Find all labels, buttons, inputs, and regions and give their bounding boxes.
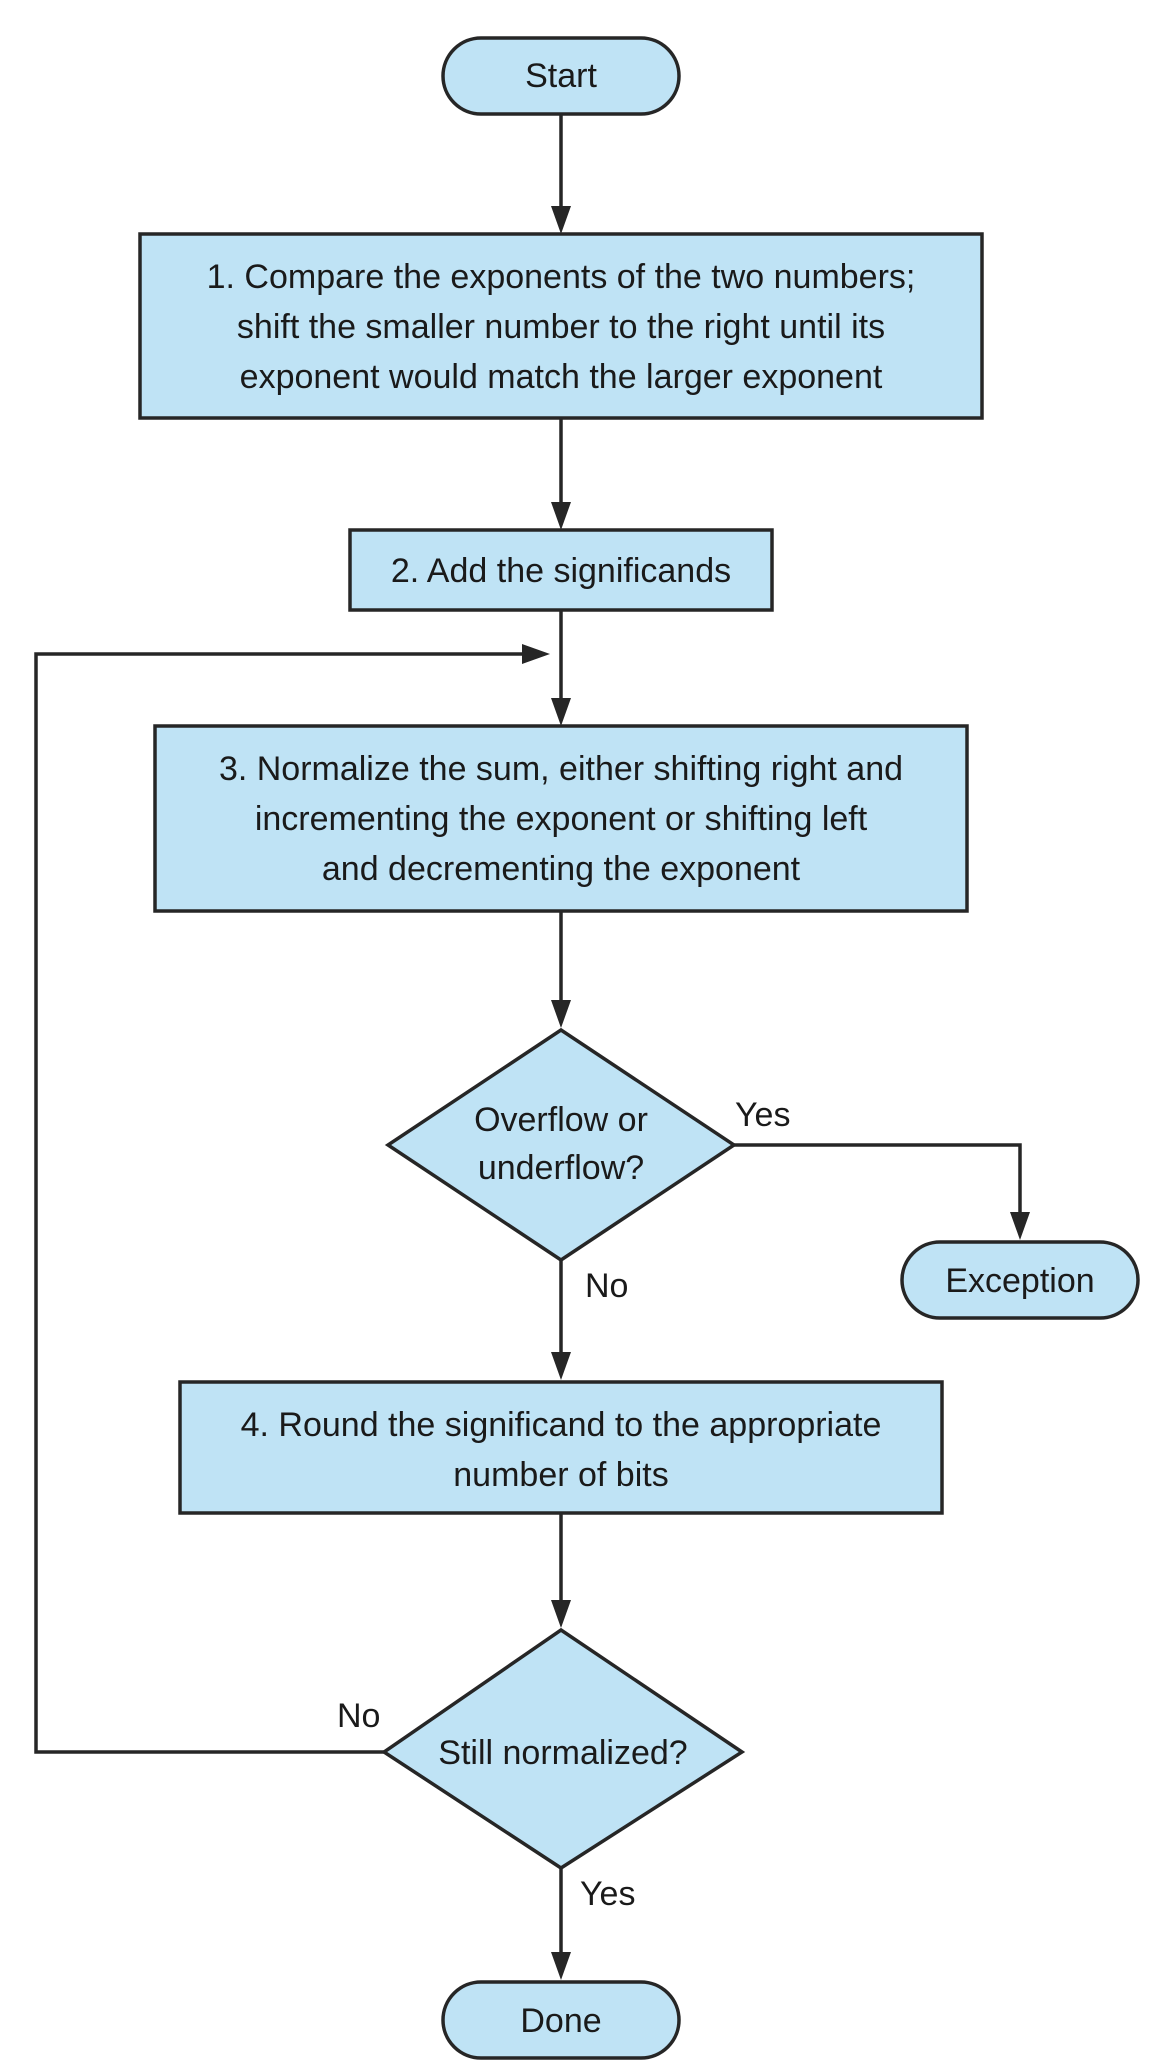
edge-label-normalized-no: No [337, 1697, 380, 1735]
arrowhead [551, 1352, 571, 1380]
arrowhead [1010, 1212, 1030, 1240]
step3-line-3: and decrementing the exponent [322, 850, 801, 888]
decision2-diamond [380, 1627, 746, 1871]
step3-node: 3. Normalize the sum, either shifting ri… [153, 724, 969, 913]
step3-box [153, 724, 969, 913]
done-label: Done [520, 2002, 601, 2040]
decision1-diamond [384, 1027, 738, 1263]
step3-line-2: incrementing the exponent or shifting le… [255, 800, 868, 838]
step2-node: 2. Add the significands [348, 528, 774, 612]
step2-box [348, 528, 774, 612]
arrowhead [551, 1600, 571, 1628]
decision1-line-2: underflow? [478, 1149, 644, 1187]
decision1-line-1: Overflow or [474, 1101, 648, 1139]
arrowhead [551, 1000, 571, 1028]
step4-line-1: 4. Round the significand to the appropri… [241, 1406, 882, 1444]
edges [34, 114, 1030, 1980]
edge-decision2-no-loop [34, 652, 528, 1754]
arrowhead [551, 698, 571, 726]
step1-line-2: shift the smaller number to the right un… [237, 308, 885, 346]
step4-box [178, 1380, 944, 1515]
step1-line-3: exponent would match the larger exponent [240, 358, 883, 396]
done-node: Done [441, 1980, 681, 2060]
step4-node: 4. Round the significand to the appropri… [178, 1380, 944, 1515]
arrowhead [551, 1952, 571, 1980]
arrowhead [551, 206, 571, 234]
exception-label: Exception [945, 1262, 1094, 1300]
start-node: Start [441, 36, 681, 116]
step1-node: 1. Compare the exponents of the two numb… [138, 232, 984, 420]
exception-node: Exception [900, 1240, 1140, 1320]
edge-label-normalized-yes: Yes [580, 1875, 635, 1913]
decision1-node: Overflow or underflow? [384, 1027, 738, 1263]
edge-label-overflow-yes: Yes [735, 1096, 790, 1134]
done-terminal [441, 1980, 681, 2060]
step4-line-2: number of bits [453, 1456, 668, 1494]
start-label: Start [525, 57, 597, 95]
step2-label: 2. Add the significands [391, 552, 731, 590]
arrowhead [551, 502, 571, 530]
edge-decision1-yes-to-exception [734, 1143, 1022, 1218]
step3-line-1: 3. Normalize the sum, either shifting ri… [219, 750, 903, 788]
decision2-label: Still normalized? [438, 1734, 687, 1772]
step1-box [138, 232, 984, 420]
edge-label-overflow-no: No [585, 1267, 628, 1305]
arrowhead [522, 644, 550, 664]
step1-line-1: 1. Compare the exponents of the two numb… [207, 258, 916, 296]
start-terminal [441, 36, 681, 116]
decision2-node: Still normalized? [380, 1627, 746, 1871]
exception-terminal [900, 1240, 1140, 1320]
